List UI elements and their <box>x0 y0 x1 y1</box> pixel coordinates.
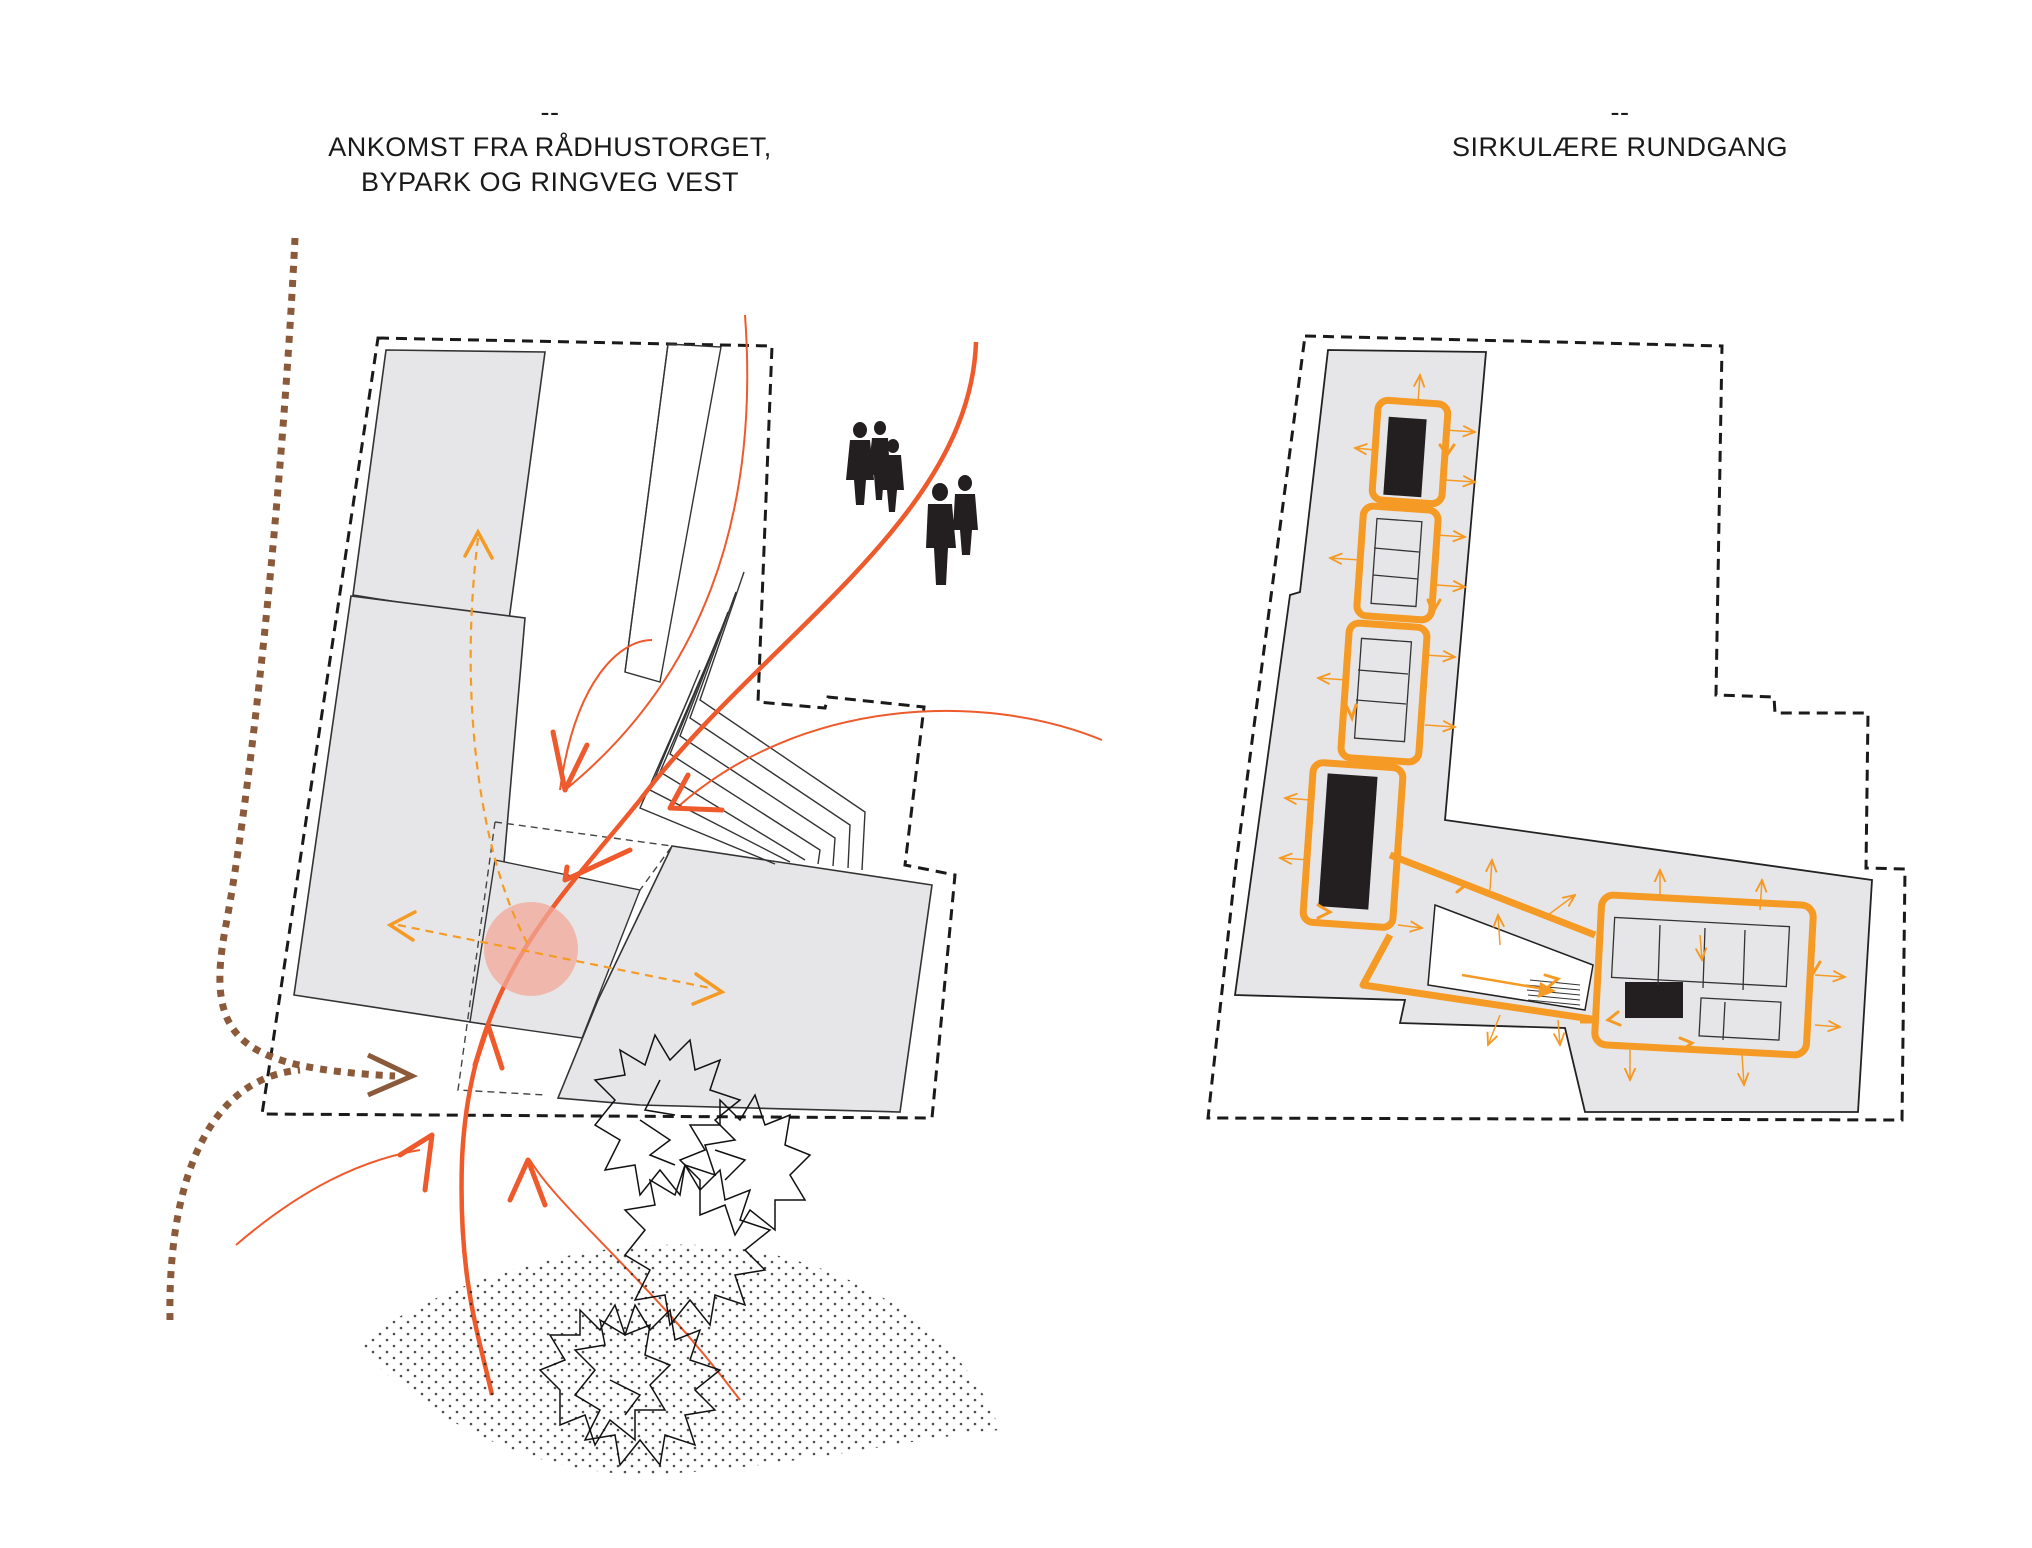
internal-arrowheads <box>386 528 726 1006</box>
exit-arrows <box>1280 375 1845 1085</box>
tree-icon <box>538 1033 812 1467</box>
ringroad-route <box>216 237 396 1080</box>
courtyard-outline <box>457 821 674 1096</box>
ringroad-route-lower <box>166 1066 301 1321</box>
left-title-line-2: BYPARK OG RINGVEG VEST <box>360 167 740 197</box>
meeting-point-circle <box>484 902 578 996</box>
path-arrowheads <box>397 729 725 1208</box>
core-west <box>1318 773 1378 910</box>
stair-arrowhead <box>1538 982 1556 998</box>
right-title-dash: -- <box>1610 97 1630 127</box>
left-title-dash: -- <box>540 97 560 127</box>
internal-dashed-arrows <box>397 537 711 990</box>
pedestrian-group-icon <box>846 421 978 585</box>
left-site-boundary <box>260 336 957 1120</box>
loop-direction-arrows <box>1316 443 1822 1052</box>
core-east <box>1625 982 1683 1018</box>
primary-approach-path <box>459 341 979 1396</box>
stair-hatch <box>1524 979 1581 1006</box>
right-diagram-title: -- SIRKULÆRE RUNDGANG <box>1340 95 1900 165</box>
stippled-parkland <box>355 1244 1000 1475</box>
building-north <box>352 349 546 621</box>
rooms <box>1353 517 1791 1041</box>
left-diagram-title: -- ANKOMST FRA RÅDHUSTORGET, BYPARK OG R… <box>230 95 870 200</box>
right-site-diagram <box>1206 334 1907 1122</box>
circulation-loop <box>1299 396 1817 1059</box>
core-north <box>1383 416 1427 498</box>
stair-direction-arrow <box>1461 973 1551 992</box>
right-title-line-1: SIRKULÆRE RUNDGANG <box>1451 132 1789 162</box>
ringroad-arrowhead <box>366 1052 419 1098</box>
stair-lines <box>624 343 866 871</box>
left-site-diagram <box>166 237 1103 1475</box>
left-title-line-1: ANKOMST FRA RÅDHUSTORGET, <box>328 132 772 162</box>
right-site-boundary <box>1206 334 1907 1122</box>
